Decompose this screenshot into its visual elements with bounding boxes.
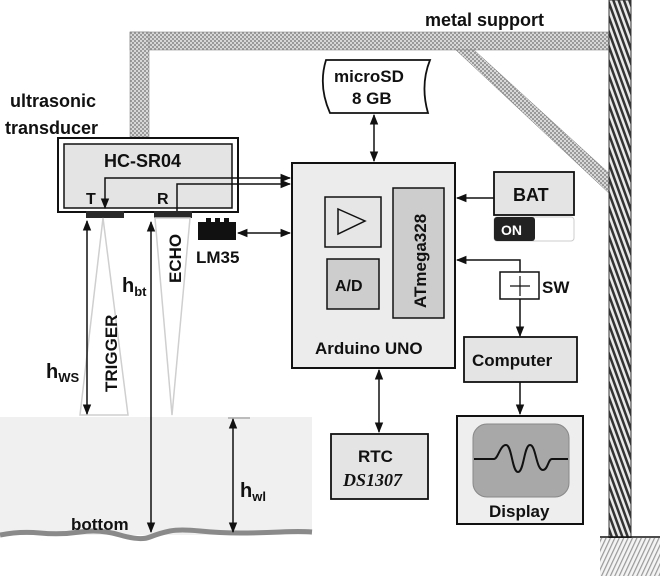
battery-block	[493, 171, 575, 216]
river-bottom	[0, 527, 313, 542]
battery-label: BAT	[513, 185, 549, 205]
power-toggle-label: ON	[501, 222, 522, 238]
microsd-card	[321, 59, 432, 114]
atmega-chip	[392, 187, 445, 319]
amplifier-block	[324, 196, 382, 248]
h-wl-label: hwl	[240, 480, 266, 504]
metal-support-label: metal support	[425, 10, 544, 30]
atmega-label: ATmega328	[411, 214, 430, 308]
transmitter-label: T	[86, 191, 96, 208]
left-beam	[129, 31, 150, 138]
metal-support	[129, 0, 660, 576]
ultrasonic-label-line2: transducer	[5, 118, 98, 138]
hc-sr04-label: HC-SR04	[104, 151, 181, 171]
computer-block	[463, 336, 578, 383]
lm35-sensor	[198, 218, 236, 240]
top-beam	[129, 31, 613, 51]
switch-label: SW	[542, 278, 570, 297]
receiver-label: R	[157, 191, 169, 208]
power-toggle[interactable]: ON	[493, 216, 575, 242]
trigger-wire	[100, 173, 292, 210]
ad-converter-block	[326, 258, 380, 310]
display-screen	[472, 423, 570, 498]
amplifier-icon	[337, 207, 367, 236]
bottom-label: bottom	[71, 515, 129, 534]
ultrasonic-label-line1: ultrasonic	[10, 91, 96, 111]
echo-label: ECHO	[166, 234, 185, 283]
lm35-label: LM35	[196, 248, 239, 267]
sw-arduino-link	[455, 255, 521, 272]
waveform-icon	[474, 443, 568, 474]
microsd-label-line1: microSD	[334, 67, 404, 86]
ground-hatch	[600, 538, 660, 576]
microsd-label-line2: 8 GB	[352, 89, 392, 108]
computer-label: Computer	[472, 351, 553, 370]
vertical-post	[608, 0, 632, 539]
arduino-label: Arduino UNO	[315, 339, 423, 358]
ad-label: A/D	[335, 278, 363, 295]
h-bt-label: hbt	[122, 275, 147, 299]
echo-beam	[154, 217, 191, 416]
rtc-block	[330, 433, 429, 500]
receiver-element	[154, 211, 192, 218]
rtc-label-line1: RTC	[358, 447, 393, 466]
h-ws-label: hWS	[46, 361, 79, 385]
rtc-label-line2: DS1307	[342, 470, 403, 490]
trigger-beam	[79, 217, 129, 416]
display-label: Display	[489, 502, 550, 521]
trigger-label: TRIGGER	[102, 315, 121, 392]
transmitter-element	[86, 211, 124, 218]
echo-wire	[176, 179, 292, 211]
water-body	[0, 417, 312, 535]
